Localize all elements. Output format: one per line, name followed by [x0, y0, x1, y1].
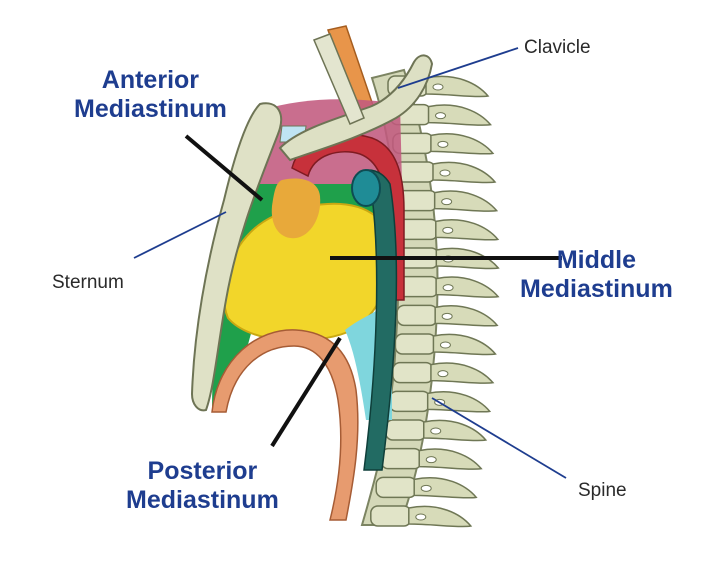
anterior-mediastinum-label: Anterior Mediastinum — [74, 66, 227, 124]
vertebra-process — [430, 362, 495, 384]
vertebra-foramen — [415, 513, 427, 521]
vertebra-foramen — [437, 140, 449, 148]
vertebra-process — [408, 505, 473, 528]
vertebra-process — [426, 391, 492, 413]
vertebra-foramen — [432, 83, 444, 91]
anterior-label-line2: Mediastinum — [74, 94, 227, 123]
anterior-label-line1: Anterior — [101, 66, 200, 94]
vertebra-foramen — [439, 169, 451, 177]
vertebra-body — [385, 419, 427, 441]
vertebrae-group — [370, 75, 500, 528]
vertebra-process — [435, 219, 500, 241]
clavicle-leader-line — [397, 47, 519, 89]
rib-cartilage — [313, 33, 365, 125]
clavicle-label: Clavicle — [524, 37, 591, 58]
vertebra-process — [427, 104, 492, 126]
vertebra-body — [388, 390, 431, 413]
posterior-label-line1: Posterior — [147, 457, 258, 485]
vertebra-body — [394, 333, 437, 355]
posterior-pointer-line — [270, 336, 342, 448]
middle-mediastinum-label: Middle Mediastinum — [520, 246, 673, 304]
vertebra-foramen — [441, 312, 453, 320]
vertebra-process — [432, 161, 497, 184]
vertebra-body — [370, 505, 412, 527]
heart-highlight — [271, 178, 321, 239]
spine-leader-line — [431, 397, 567, 479]
esophagus-opening — [351, 169, 381, 207]
anterior-pointer-line — [184, 134, 264, 202]
vertebra-process — [433, 190, 499, 212]
vertebra-process — [434, 305, 499, 327]
sternum-bone — [190, 102, 283, 412]
vertebra-body — [380, 447, 422, 470]
vertebra-foramen — [425, 456, 437, 464]
posterior-label-line2: Mediastinum — [126, 485, 279, 514]
vertebra-process — [430, 133, 495, 155]
vertebra-body — [375, 476, 417, 499]
vertebra-process — [425, 75, 490, 98]
vertebra-process — [418, 448, 483, 470]
vertebra-body — [396, 304, 438, 327]
diaphragm-dome — [211, 329, 359, 521]
esophagus-band — [363, 169, 398, 471]
vertebra-foramen — [420, 484, 432, 492]
spine-label: Spine — [578, 480, 627, 501]
vertebra-process — [413, 477, 478, 499]
vertebra-process — [423, 419, 488, 442]
vertebra-foramen — [442, 226, 454, 234]
vertebra-body — [392, 361, 434, 384]
vertebra-foramen — [437, 370, 449, 378]
vertebra-process — [435, 276, 500, 298]
middle-label-line1: Middle — [556, 246, 636, 274]
posterior-mediastinum-label: Posterior Mediastinum — [126, 457, 279, 515]
middle-label-line2: Mediastinum — [520, 274, 673, 303]
vertebra-foramen — [441, 198, 453, 206]
vertebra-foramen — [439, 341, 451, 349]
vertebra-foramen — [442, 284, 454, 292]
sternum-leader-line — [133, 211, 227, 259]
sternum-label: Sternum — [52, 272, 124, 293]
vertebra-process — [432, 333, 497, 356]
vertebra-foramen — [435, 112, 447, 120]
spine-illustration — [360, 68, 500, 528]
vertebra-foramen — [430, 427, 442, 435]
